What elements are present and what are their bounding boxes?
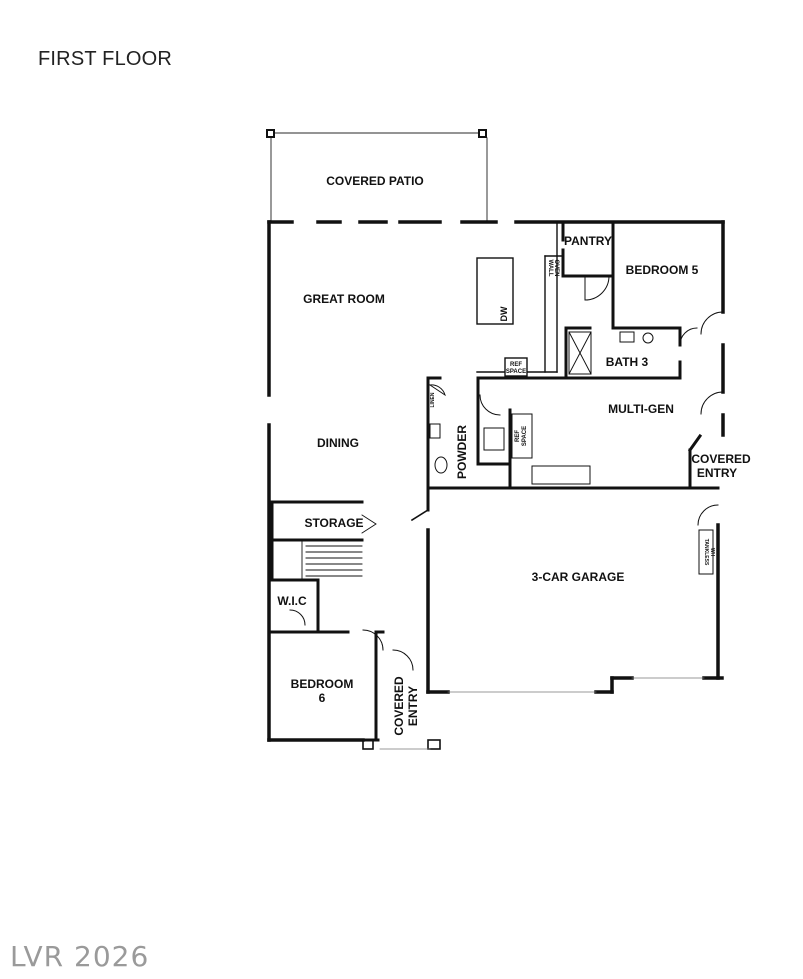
label-pantry: PANTRY (564, 234, 612, 248)
watermark-logo: LVR 2026 (10, 940, 150, 973)
front-entry (362, 508, 441, 750)
label-ref-space-kitchen-1: REF (510, 362, 522, 368)
label-covered-entry-right-1: COVERED (691, 452, 751, 466)
label-bath-3: BATH 3 (606, 355, 649, 369)
label-powder: POWDER (455, 425, 469, 479)
label-dw: DW (499, 306, 509, 321)
garage-door-track (447, 677, 705, 693)
label-great-room: GREAT ROOM (303, 292, 385, 306)
label-wic: W.I.C (277, 594, 307, 608)
label-covered-patio: COVERED PATIO (326, 174, 424, 188)
covered-patio-outline (270, 132, 488, 223)
exterior-walls (267, 220, 725, 742)
multigen-walls (426, 376, 720, 512)
storage-walls (267, 500, 364, 582)
label-multi-gen: MULTI-GEN (608, 402, 674, 416)
label-wall-oven-2: OVEN (553, 259, 559, 276)
label-linen: LINEN (430, 392, 436, 407)
multigen-fixtures (429, 413, 591, 485)
stairs (301, 514, 377, 581)
patio-post-left (266, 129, 275, 138)
label-tankless-wh-1: TANKLESS (703, 539, 709, 566)
label-covered-entry-front-1: COVERED (392, 676, 406, 736)
bath3-fixtures (568, 331, 654, 375)
label-tankless-wh-2: WH (709, 548, 715, 557)
plan-title: FIRST FLOOR (38, 48, 173, 70)
kitchen-walls (476, 221, 564, 377)
label-ref-space-multigen-1: REF (515, 430, 521, 442)
pantry-walls (561, 220, 615, 278)
label-bedroom-6-line1: BEDROOM (291, 677, 354, 691)
patio-post-right (478, 129, 487, 138)
label-covered-entry-front-2: ENTRY (406, 686, 420, 726)
label-ref-space-multigen-2: SPACE (522, 426, 528, 446)
door-swings (289, 275, 724, 671)
label-ref-space-kitchen-2: SPACE (506, 369, 526, 375)
label-wall-oven-1: WALL (547, 260, 553, 277)
bedroom5-bath3-walls (476, 274, 682, 380)
label-bedroom-6-line2: 6 (319, 691, 326, 705)
label-garage: 3-CAR GARAGE (532, 570, 625, 584)
water-heater-box (698, 529, 714, 575)
label-covered-entry-right-2: ENTRY (697, 466, 737, 480)
label-storage: STORAGE (304, 516, 363, 530)
label-bedroom-5: BEDROOM 5 (626, 263, 699, 277)
bedroom6-walls (267, 578, 385, 742)
garage-walls (426, 528, 724, 694)
label-dining: DINING (317, 436, 359, 450)
